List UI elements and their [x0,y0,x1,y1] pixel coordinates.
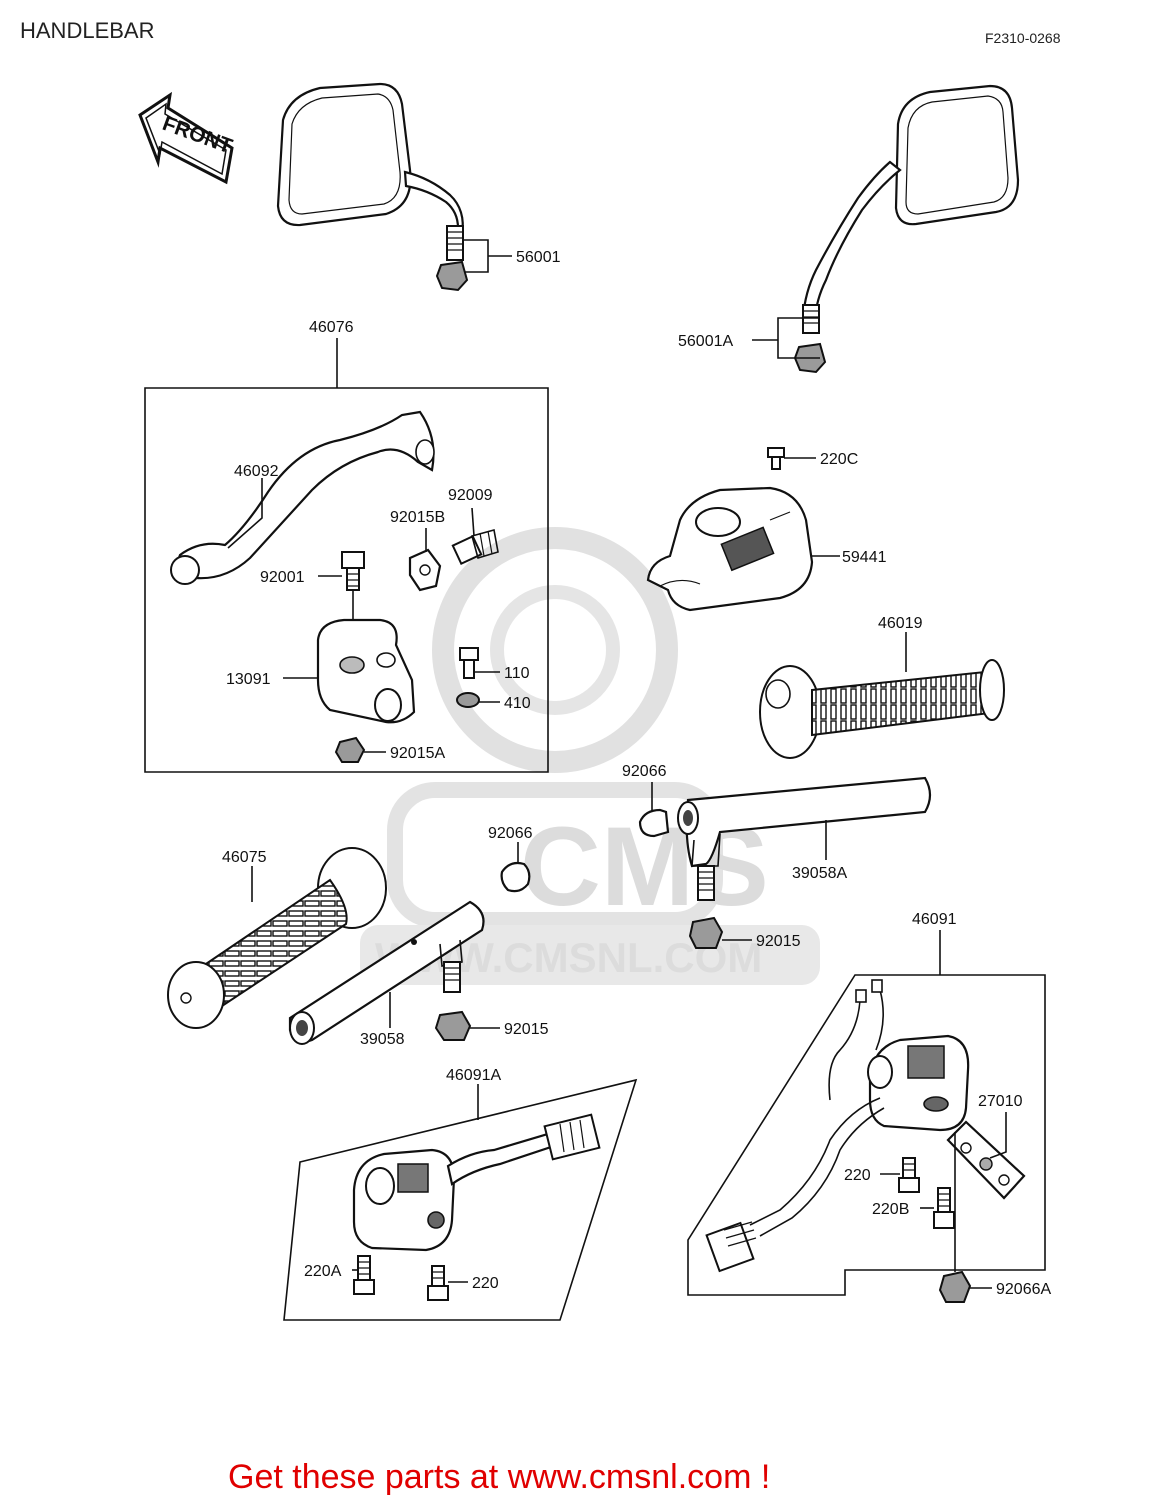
part-label: 39058A [792,865,847,882]
left-switch-frame [283,1078,638,1321]
diagram-code: F2310-0268 [985,30,1061,46]
front-arrow-icon: FRONT [138,91,235,185]
nut-92015-left [434,1010,472,1041]
screw-220-left [427,1265,449,1301]
part-label: 56001A [678,333,733,350]
part-label: 92015B [390,509,445,526]
part-label: 59441 [842,549,887,566]
part-label: 92009 [448,487,493,504]
part-label: 220 [844,1167,871,1184]
part-label: 220A [304,1263,342,1280]
lever-assembly-frame [144,387,549,773]
part-label: 27010 [978,1093,1023,1110]
nut-92066a [938,1270,972,1303]
plug-92066-left [500,861,531,893]
adjuster-92009 [451,528,499,566]
part-label: 92001 [260,569,305,586]
right-switch-frame [687,974,1046,1296]
part-label: 39058 [360,1031,405,1048]
left-handlebar-switch [352,1113,601,1252]
nut-92015-right [688,916,724,949]
part-label: 92066 [622,763,667,780]
part-label: 92066A [996,1281,1051,1298]
right-handlebar [677,776,932,901]
part-label: 46075 [222,849,267,866]
part-label: 220B [872,1201,909,1218]
plug-92066-right [638,808,670,838]
part-label: 46091 [912,911,957,928]
part-label: 410 [504,695,531,712]
part-label: 220C [820,451,858,468]
screw-220-right [898,1157,920,1193]
part-label: 220 [472,1275,499,1292]
screw-220a [353,1255,375,1295]
part-label: 46092 [234,463,279,480]
right-handlebar-switch [705,979,970,1273]
diagram-title: HANDLEBAR [20,18,154,43]
brake-lever [170,410,435,585]
promo-link[interactable]: Get these parts at www.cmsnl.com ! [228,1458,770,1496]
lever-holder [316,618,416,724]
left-mirror [276,82,469,292]
bolt-92001 [341,551,365,591]
switch-insert-27010 [946,1120,1026,1200]
part-label: 13091 [226,671,271,688]
nut-92015a [334,736,366,763]
part-label: 46076 [309,319,354,336]
part-label: 46019 [878,615,923,632]
right-grip [759,659,1005,759]
switch-cover [646,486,814,612]
part-labels: 56001 56001A 46076 46092 92009 92015B 92… [222,249,1051,1298]
washer-410 [456,692,480,708]
part-label: 92015 [756,933,801,950]
left-grip [167,847,387,1029]
screw-220c [767,447,785,470]
part-label: 92066 [488,825,533,842]
part-label: 92015A [390,745,445,762]
leader-lines [227,239,1007,1289]
screw-220b [933,1187,955,1229]
part-label: 46091A [446,1067,501,1084]
left-handlebar [288,900,485,1045]
part-label: 56001 [516,249,561,266]
part-label: 92015 [504,1021,549,1038]
part-label: 110 [504,665,530,682]
bolt-110 [459,647,479,679]
right-mirror [793,84,1020,374]
